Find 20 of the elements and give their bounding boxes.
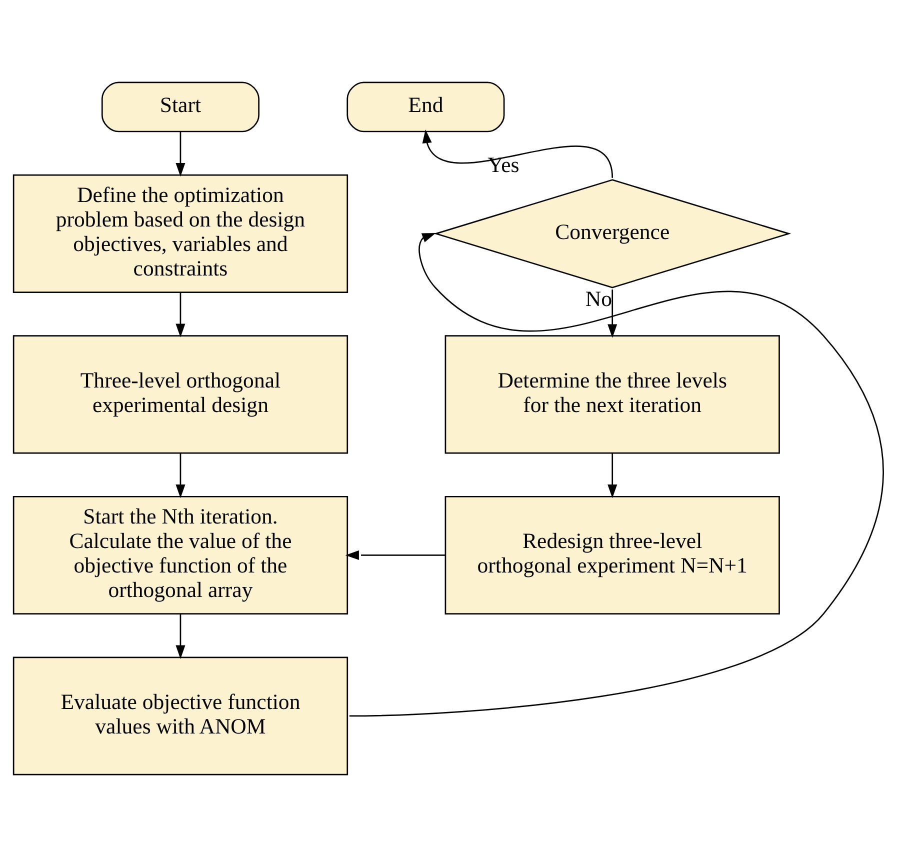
node-box: End — [346, 82, 505, 132]
node-box: Start — [101, 82, 260, 132]
node-diamond: Convergence — [434, 179, 792, 288]
edge-label: Yes — [488, 153, 520, 178]
arrow — [176, 614, 186, 659]
arrow — [422, 129, 614, 178]
arrow — [176, 132, 186, 177]
arrow — [176, 453, 186, 498]
arrow — [176, 292, 186, 338]
node-box: Determine the three levels for the next iteration — [444, 335, 780, 454]
edge-label: No — [585, 286, 612, 311]
arrow — [608, 453, 618, 498]
node-box: Redesign three-level orthogonal experiment N=N+1 — [444, 496, 780, 614]
arrow — [349, 232, 884, 717]
arrow — [608, 290, 618, 338]
arrow — [345, 550, 446, 560]
node-box: Start the Nth iteration. Calculate the value of the objective function of the orthogonal array — [12, 496, 348, 614]
node-box: Define the optimization problem based on the design objectives, variables and constraints — [12, 174, 348, 293]
node-box: Evaluate objective function values with ANOM — [12, 656, 348, 776]
node-box: Three-level orthogonal experimental design — [12, 335, 348, 454]
